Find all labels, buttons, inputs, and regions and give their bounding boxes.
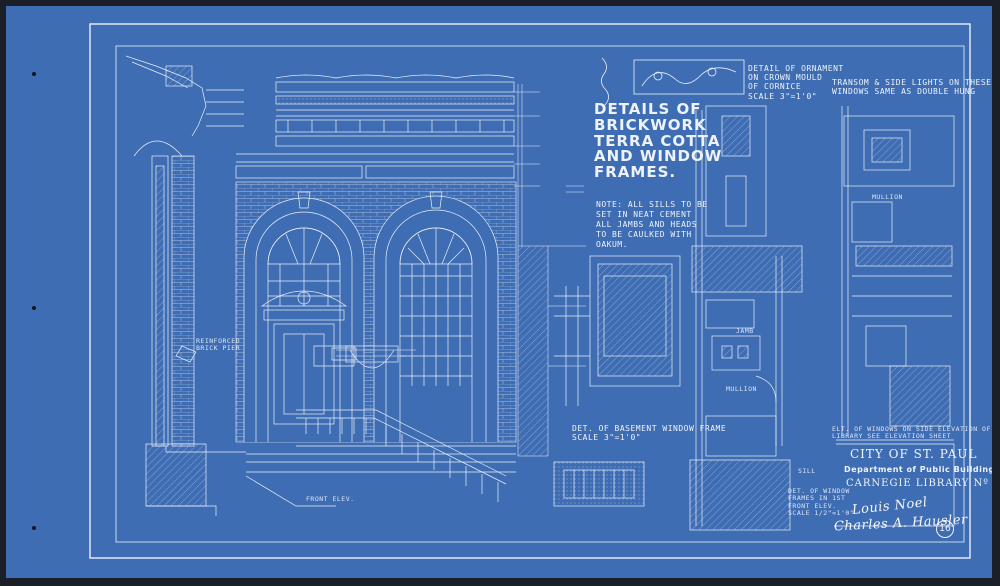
- binding-hole-top: [32, 72, 36, 76]
- staircase: [165, 409, 516, 507]
- jamb-label: JAMB: [736, 327, 754, 335]
- blueprint-drawing: [89, 23, 971, 559]
- sill-label: SILL: [798, 467, 816, 475]
- city-title: CITY OF ST. PAUL: [850, 447, 978, 461]
- outer-border: [89, 23, 971, 559]
- cornice-section: [125, 55, 244, 516]
- sill-note: NOTE: ALL SILLS TO BE SET IN NEAT CEMENT…: [596, 200, 708, 249]
- arched-bays: [235, 181, 517, 443]
- main-cornice: [235, 74, 515, 179]
- doorway: [260, 290, 416, 425]
- sheet-number: 16: [936, 520, 954, 538]
- window-sections: [689, 105, 803, 531]
- dimension-lines: [514, 84, 586, 457]
- front-elev-label: FRONT ELEV.: [306, 495, 355, 503]
- basement-frame: [553, 255, 681, 507]
- transom-detail-label: TRANSOM & SIDE LIGHTS ON THESE WINDOWS S…: [832, 78, 992, 97]
- transom-section: [836, 106, 955, 441]
- binding-hole-middle: [32, 306, 36, 310]
- inner-border: [115, 45, 965, 543]
- cornice-detail-label: DETAIL OF ORNAMENT ON CROWN MOULD OF COR…: [748, 64, 844, 101]
- department-title: Department of Public Buildings: [844, 465, 992, 474]
- sheet-title: DETAILS OF BRICKWORK TERRA COTTA AND WIN…: [594, 100, 723, 181]
- blueprint-sheet: DETAILS OF BRICKWORK TERRA COTTA AND WIN…: [6, 6, 992, 578]
- library-title: CARNEGIE LIBRARY Nº 1: [846, 478, 992, 489]
- reinforced-pier-label: REINFORCED BRICK PIER: [196, 337, 241, 353]
- basement-frame-label: DET. OF BASEMENT WINDOW FRAME SCALE 3"=1…: [572, 424, 727, 443]
- mullion-label-2: MULLION: [726, 385, 757, 393]
- elevation-note-label: ELT. OF WINDOWS ON SIDE ELEVATION OF LIB…: [832, 425, 991, 441]
- crown-mould-ornament: [601, 57, 745, 107]
- title-block-frame: [834, 443, 955, 527]
- mullion-label: MULLION: [872, 193, 903, 201]
- window-frames-label: DET. OF WINDOW FRAMES IN 1ST FRONT ELEV.…: [788, 487, 855, 518]
- binding-hole-bottom: [32, 526, 36, 530]
